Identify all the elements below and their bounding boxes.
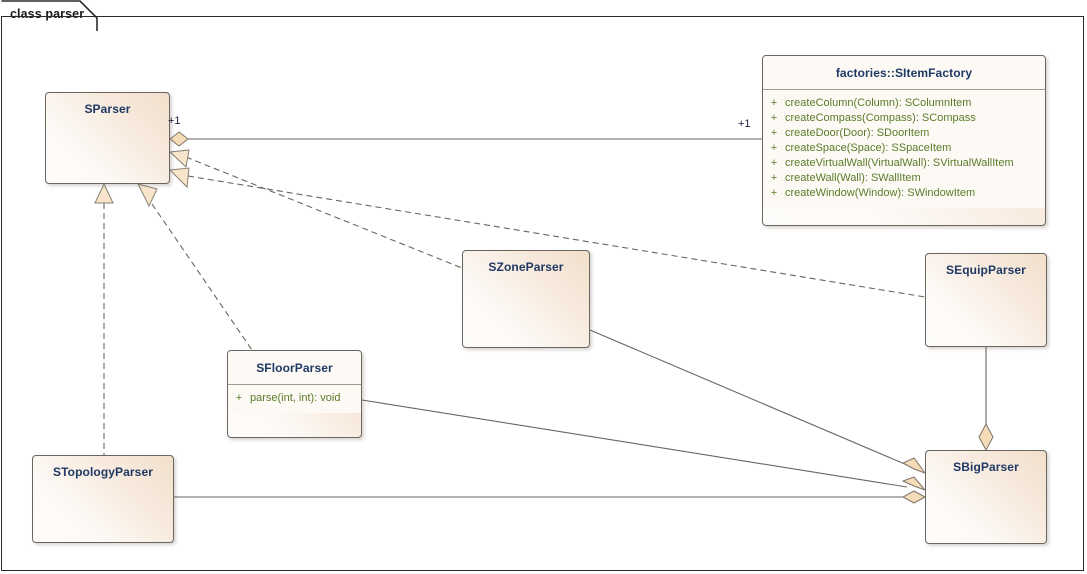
class-box-stopologyparser[interactable]: STopologyParser [32, 455, 174, 543]
relationship-sfloorparser-sparser [137, 183, 253, 351]
class-name-sfloorparser: SFloorParser [228, 351, 361, 385]
visibility-marker: + [770, 112, 778, 124]
operation-signature: createVirtualWall(VirtualWall): SVirtual… [785, 157, 1014, 169]
class-name-sbigparser: SBigParser [953, 460, 1019, 474]
operation-row: + createWall(Wall): SWallItem [763, 171, 1045, 186]
operation-signature: createCompass(Compass): SCompass [785, 112, 976, 124]
class-box-sitemfactory[interactable]: factories::SItemFactory + createColumn(C… [762, 55, 1046, 226]
class-box-sbigparser[interactable]: SBigParser [925, 450, 1047, 544]
class-box-szoneparser[interactable]: SZoneParser [462, 250, 590, 348]
class-name-sequipparser: SEquipParser [946, 263, 1026, 277]
operation-row: + createColumn(Column): SColumnItem [763, 96, 1045, 111]
class-name-szoneparser: SZoneParser [488, 260, 564, 274]
relationship-sbigparser-sequipparser [978, 347, 994, 452]
relationship-sparser-sitemfactory [169, 131, 762, 147]
aggregation-diamond [978, 422, 994, 452]
aggregation-diamond [901, 457, 927, 475]
visibility-marker: + [770, 97, 778, 109]
visibility-marker: + [235, 392, 243, 404]
aggregation-diamond [169, 131, 189, 147]
visibility-marker: + [770, 127, 778, 139]
realization-triangle [168, 167, 190, 189]
class-box-sfloorparser[interactable]: SFloorParser + parse(int, int): void [227, 350, 362, 438]
relationship-szoneparser-sparser [168, 149, 463, 269]
operations-compartment-sfloorparser: + parse(int, int): void [228, 385, 361, 413]
operation-row: + createCompass(Compass): SCompass [763, 111, 1045, 126]
aggregation-diamond [901, 476, 927, 492]
visibility-marker: + [770, 172, 778, 184]
operation-row: + parse(int, int): void [228, 391, 361, 406]
class-name-sparser: SParser [84, 102, 131, 116]
realization-triangle [168, 149, 190, 168]
visibility-marker: + [770, 187, 778, 199]
operation-row: + createDoor(Door): SDoorItem [763, 126, 1045, 141]
diagram-title: class parser [10, 7, 85, 21]
aggregation-diamond [901, 490, 927, 504]
realization-triangle [137, 183, 158, 208]
class-name-stopologyparser: STopologyParser [53, 465, 153, 479]
operation-row: + createWindow(Window): SWindowItem [763, 186, 1045, 201]
operation-row: + createSpace(Space): SSpaceItem [763, 141, 1045, 156]
class-box-sequipparser[interactable]: SEquipParser [925, 253, 1047, 347]
relationship-stopologyparser-sparser [94, 182, 114, 455]
relationship-sbigparser-stopologyparser [174, 490, 927, 504]
visibility-marker: + [770, 142, 778, 154]
class-name-sitemfactory: factories::SItemFactory [763, 56, 1045, 90]
multiplicity-label-sitemfactory: +1 [738, 118, 751, 130]
operations-compartment-sitemfactory: + createColumn(Column): SColumnItem + cr… [763, 90, 1045, 208]
class-box-sparser[interactable]: SParser [45, 92, 170, 184]
operation-signature: createWindow(Window): SWindowItem [785, 187, 976, 199]
multiplicity-label-sparser: +1 [168, 115, 181, 127]
visibility-marker: + [770, 157, 778, 169]
relationship-sequipparser-sparser [168, 167, 926, 298]
operation-signature: parse(int, int): void [250, 392, 341, 404]
operation-signature: createWall(Wall): SWallItem [785, 172, 921, 184]
operation-signature: createColumn(Column): SColumnItem [785, 97, 972, 109]
operation-row: + createVirtualWall(VirtualWall): SVirtu… [763, 156, 1045, 171]
realization-triangle [94, 182, 114, 204]
relationship-sbigparser-szoneparser [589, 329, 927, 475]
operation-signature: createSpace(Space): SSpaceItem [785, 142, 952, 154]
operation-signature: createDoor(Door): SDoorItem [785, 127, 930, 139]
relationship-sbigparser-sfloorparser [361, 399, 927, 492]
